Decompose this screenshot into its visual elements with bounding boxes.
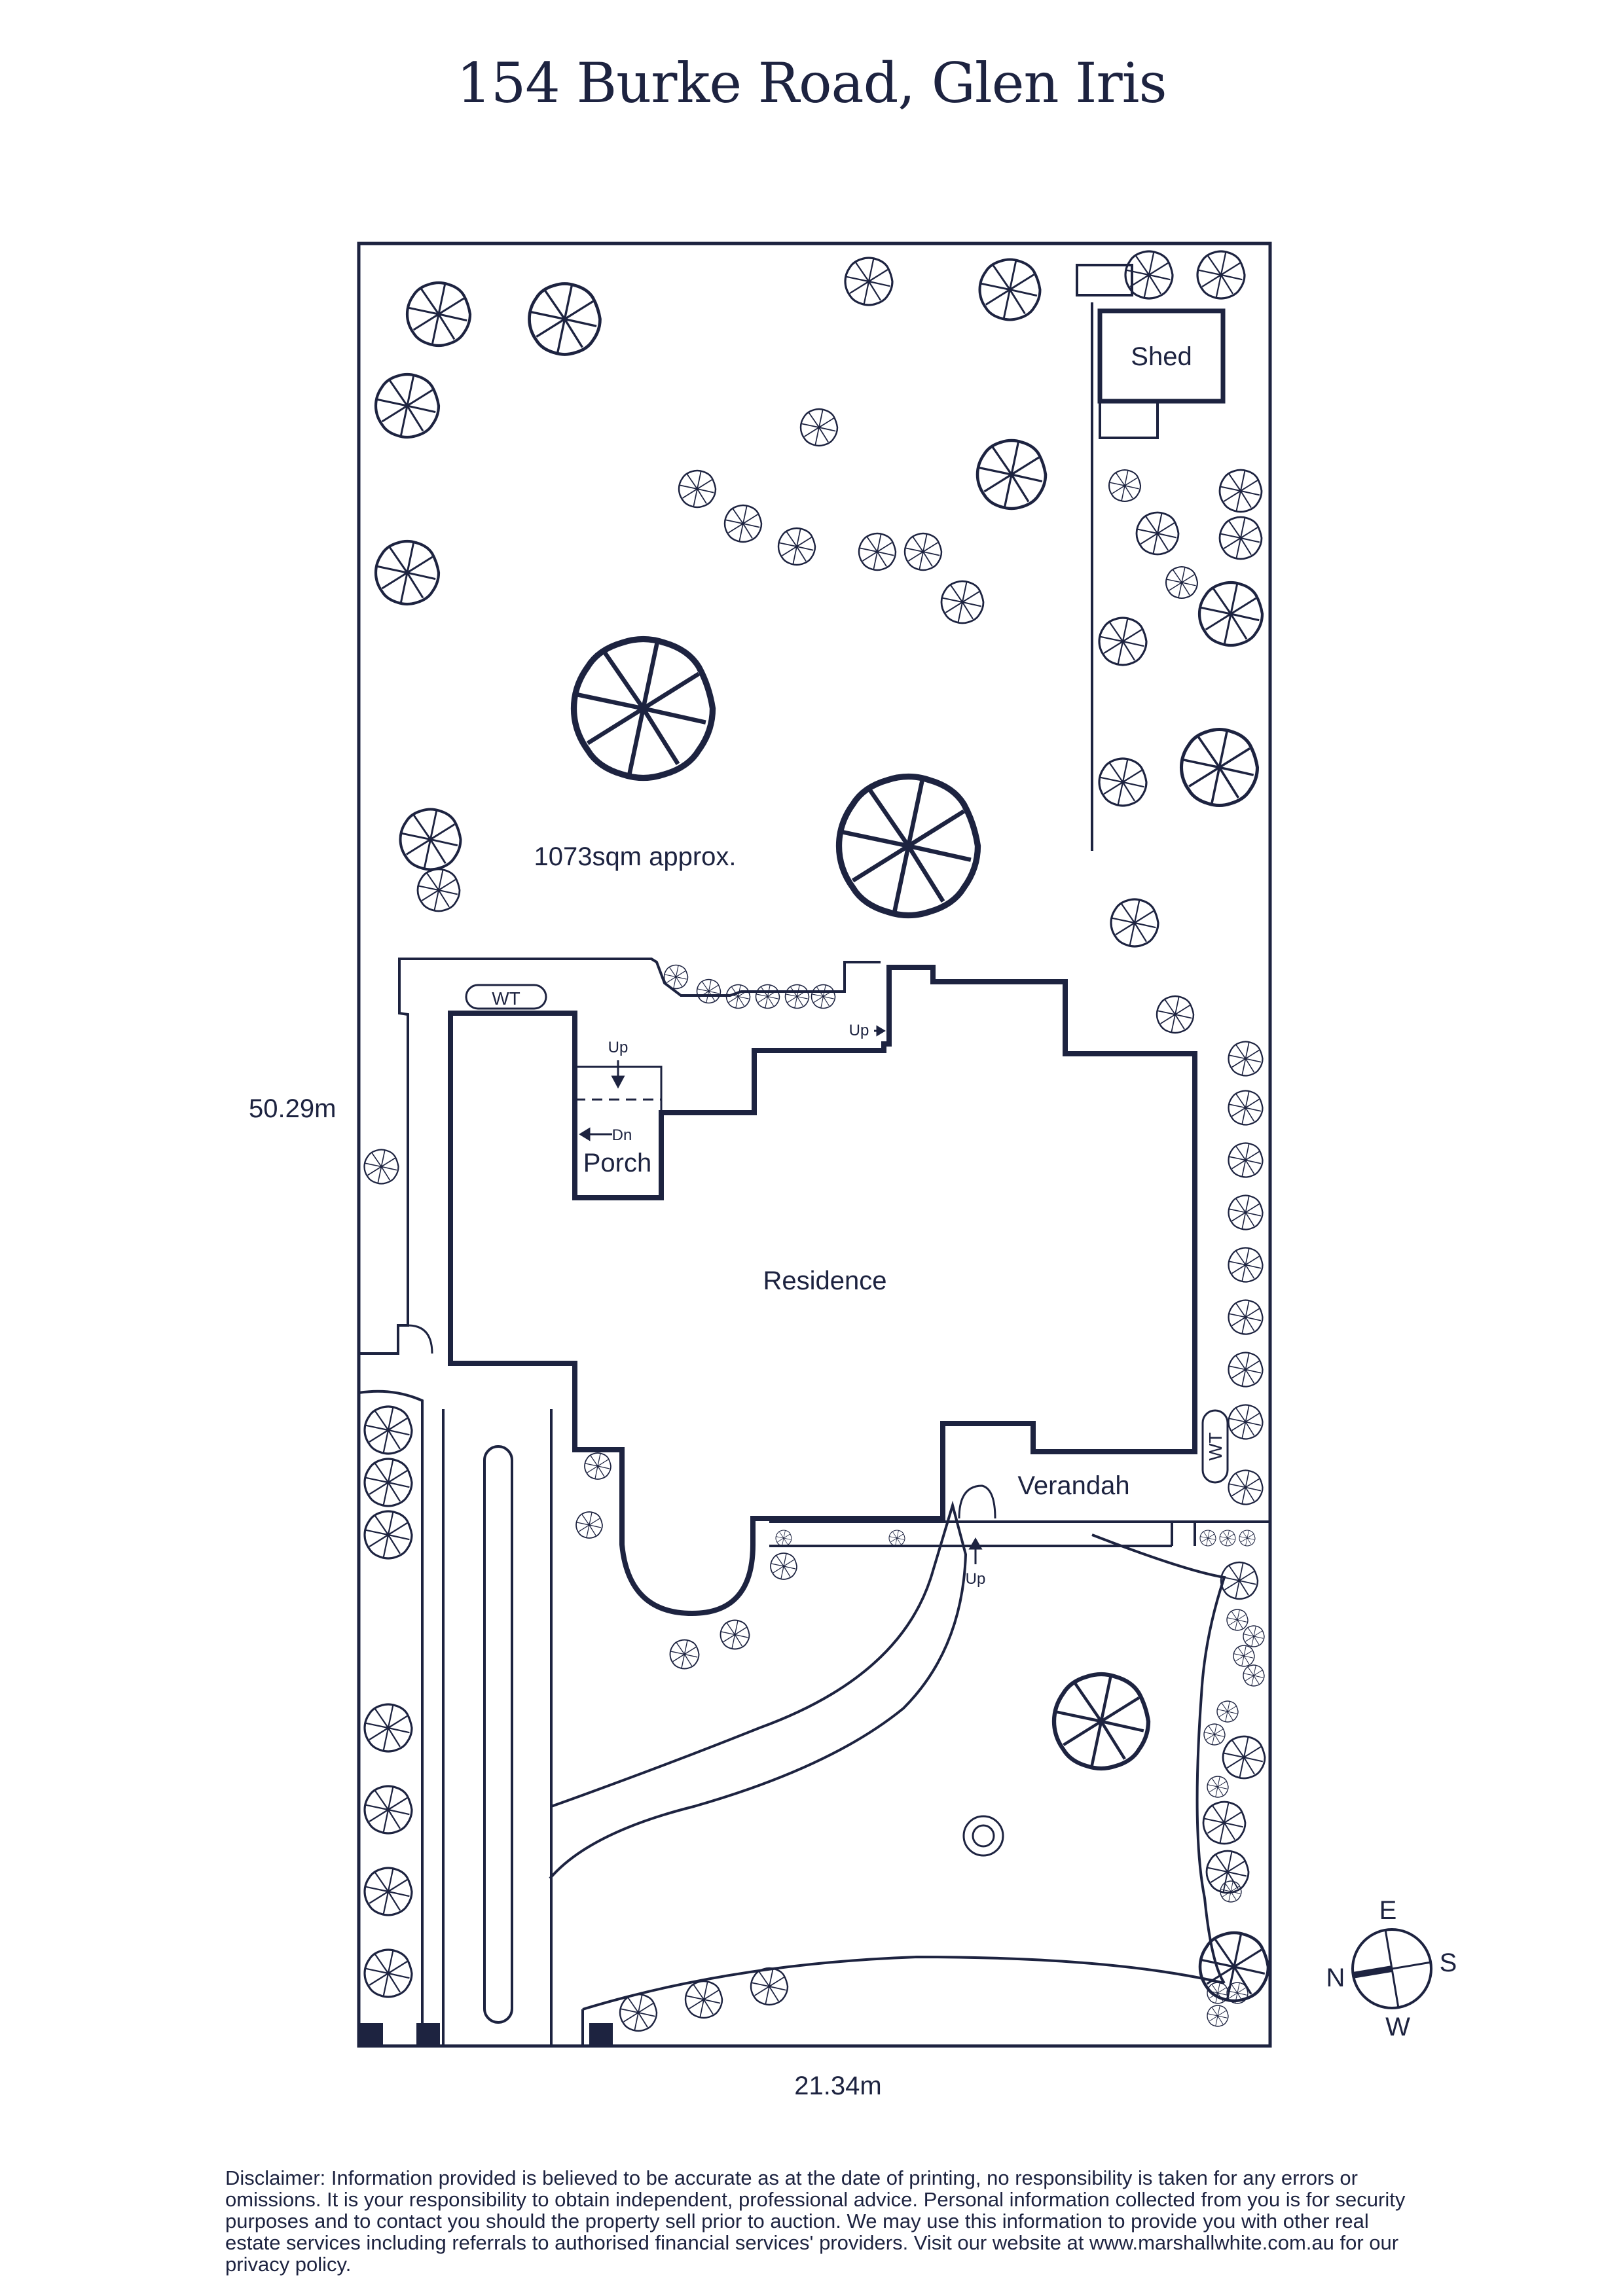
verandah-step-up-label: Up bbox=[966, 1570, 986, 1588]
water-tank-label: WT bbox=[1205, 1432, 1226, 1461]
disclaimer-text: Disclaimer: Information provided is beli… bbox=[225, 2166, 1406, 2276]
porch-label: Porch bbox=[583, 1149, 652, 1177]
water-tank-label: WT bbox=[492, 988, 520, 1009]
area-label: 1073sqm approx. bbox=[534, 842, 736, 871]
side-step-up-label: Up bbox=[849, 1022, 869, 1039]
compass-west-label: W bbox=[1385, 2013, 1410, 2041]
porch-step-up-label: Up bbox=[608, 1039, 629, 1056]
side-dimension: 50.29m bbox=[249, 1094, 336, 1123]
trees bbox=[363, 250, 1269, 2032]
compass-north-label: N bbox=[1326, 1964, 1345, 1992]
residence-label: Residence bbox=[763, 1266, 886, 1295]
compass-east-label: E bbox=[1379, 1896, 1397, 1925]
porch-step-down-label: Dn bbox=[612, 1126, 632, 1144]
page-title: 154 Burke Road, Glen Iris bbox=[456, 51, 1167, 115]
step-arrows bbox=[579, 1025, 983, 1564]
compass-south-label: S bbox=[1440, 1948, 1457, 1977]
verandah-label: Verandah bbox=[1017, 1471, 1129, 1500]
shed-label: Shed bbox=[1131, 342, 1192, 371]
compass: N E S W bbox=[1326, 1896, 1457, 2041]
bottom-dimension: 21.34m bbox=[794, 2072, 881, 2100]
